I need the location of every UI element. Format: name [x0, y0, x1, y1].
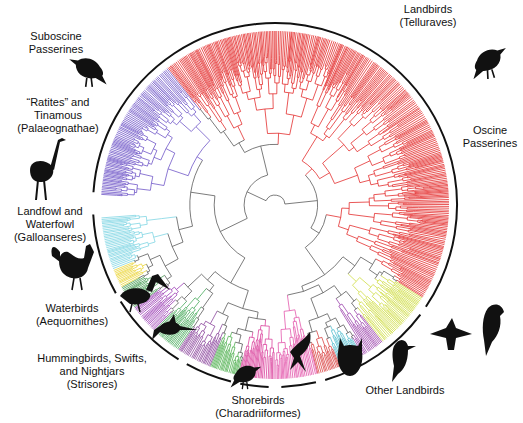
clade-label: Hummingbirds, Swifts, and Nightjars (Str… [36, 352, 148, 391]
clade-ring [93, 23, 457, 387]
clade-label: Waterbirds (Aequornithes) [22, 302, 122, 328]
clade-arc [93, 23, 457, 307]
branch-set [348, 274, 422, 341]
clade-arc [93, 215, 116, 294]
branch-set [168, 31, 449, 297]
clade-arc [187, 364, 231, 381]
clade-arc [240, 384, 268, 387]
clade-label: “Ratites” and Tinamous (Palaeognathae) [10, 96, 106, 135]
clade-label: Landfowl and Waterfowl (Galloanseres) [4, 205, 96, 244]
branch-set [276, 295, 317, 379]
clade-label: Other Landbirds [350, 384, 460, 397]
clade-label: Oscine Passerines [459, 124, 521, 150]
clade-label: Shorebirds (Charadriiformes) [203, 394, 313, 420]
bird-silhouettes [30, 47, 511, 389]
clade-label: Landbirds (Telluraves) [391, 3, 465, 29]
tree-branches [101, 31, 449, 379]
branch-set [102, 215, 177, 268]
branch-set [134, 109, 396, 361]
clade-arc [281, 382, 316, 387]
clade-label: Suboscine Passerines [6, 30, 106, 56]
